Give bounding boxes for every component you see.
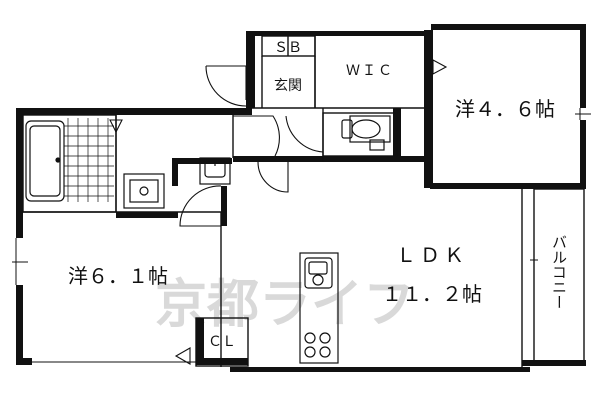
closet-label: ＣＬ: [208, 334, 236, 350]
ldk-name-label: ＬＤＫ: [396, 243, 468, 267]
western-room-1-label: 洋４．６帖: [455, 97, 555, 121]
wash-basin: [199, 157, 231, 185]
shower-tile-grid: [64, 118, 114, 202]
shoe-box-label: ＳＢ: [274, 40, 302, 56]
kitchen-counter: [299, 252, 339, 364]
balcony-label: バルコニー: [550, 235, 568, 310]
entrance-label: 玄関: [274, 77, 302, 94]
walk-in-closet-label: ＷＩＣ: [346, 63, 394, 79]
door-swings: [109, 59, 448, 365]
western-room-2-label: 洋６．１帖: [68, 264, 168, 288]
window-marks: [12, 108, 591, 363]
bathtub: [25, 120, 65, 202]
ldk-size-label: １１．２帖: [382, 282, 482, 306]
outer-walls: [16, 24, 586, 372]
watermark: 京都ライフ: [155, 275, 415, 335]
toilet: [341, 115, 391, 151]
washing-machine-pan: [123, 173, 165, 209]
